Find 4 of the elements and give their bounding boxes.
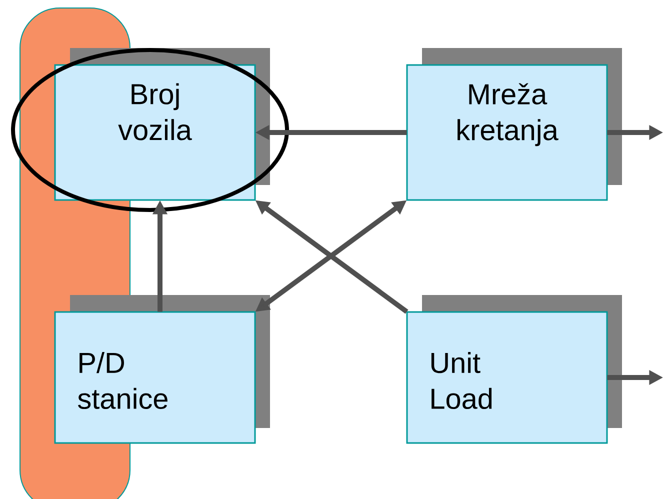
process-box: Unit Load [406, 295, 622, 444]
process-box: P/D stanice [54, 295, 270, 444]
process-box: Mreža kretanja [406, 48, 622, 201]
process-box: Broj vozila [54, 48, 270, 201]
